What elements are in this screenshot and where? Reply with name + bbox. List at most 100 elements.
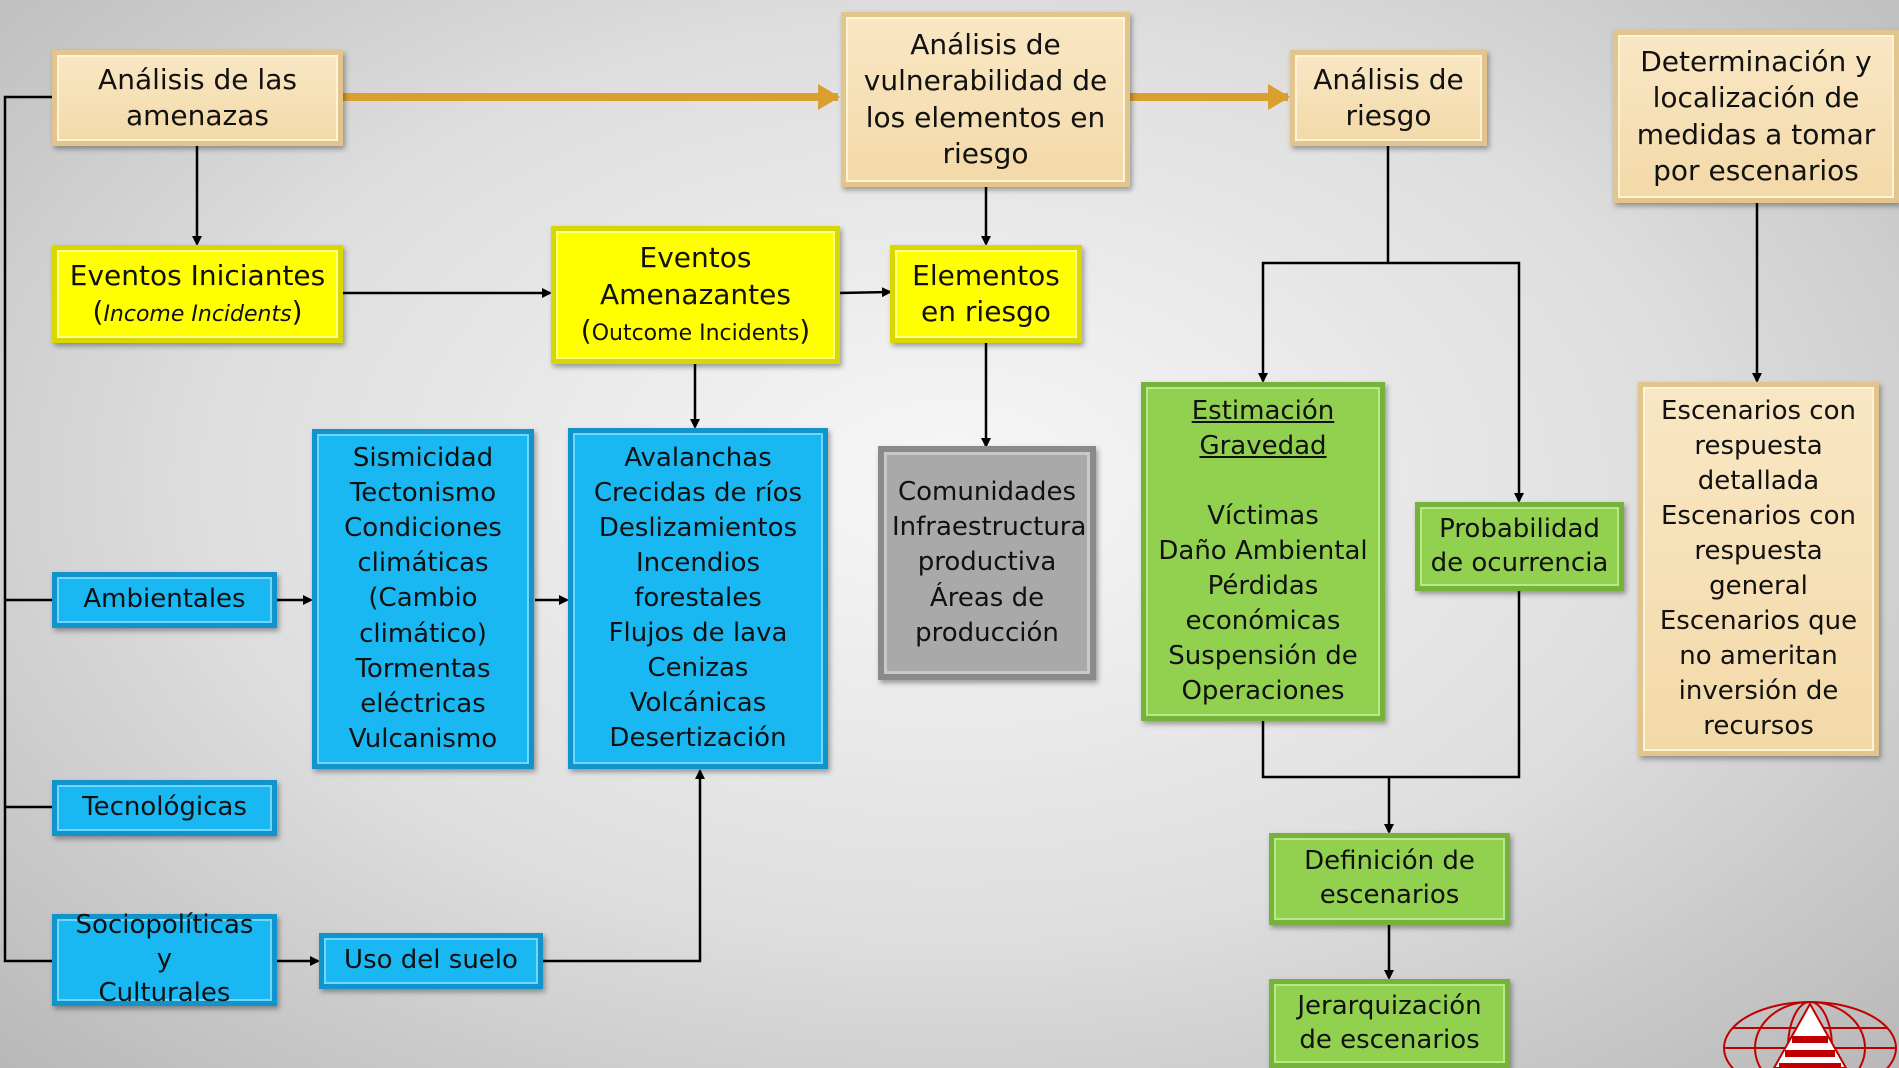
eventos-iniciantes-subtitle: (Income Incidents) [65,294,330,330]
analisis-riesgo-line-2: riesgo [1345,99,1432,132]
escenarios-line-7: Escenarios que [1659,606,1858,637]
tecnologicas-label: Tecnológicas [82,792,247,823]
sismicidad-line-4: climáticas [357,548,489,579]
escenarios-line-10: recursos [1703,711,1814,742]
comunidades-line-5: producción [915,617,1059,648]
avalanchas-line-2: Crecidas de ríos [593,477,803,508]
determinacion-line-3: medidas a tomar [1636,117,1876,151]
determinacion-box: Determinación y localización de medidas … [1613,30,1899,203]
avalanchas-line-9: Desertización [609,723,787,754]
eventos-iniciantes-title: Eventos Iniciantes [69,258,326,292]
analisis-amenazas-line-1: Análisis de las [98,62,297,96]
left-bus-line [3,95,52,963]
comunidades-line-3: productiva [917,547,1057,578]
arrow-uso-to-avalanchas [543,769,705,963]
sismicidad-box: Sismicidad Tectonismo Condiciones climát… [312,429,534,769]
analisis-vulnerabilidad-line-3: los elementos en [865,100,1106,134]
paren-close: ) [799,314,811,348]
avalanchas-line-4: Incendios [635,547,761,578]
analisis-vulnerabilidad-line-2: vulnerabilidad de [863,64,1108,98]
avalanchas-line-5: forestales [634,582,762,613]
tecnologicas-box: Tecnológicas [52,780,277,836]
estimacion-line-6: Operaciones [1181,676,1345,707]
income-incidents-label: Income Incidents [103,302,292,327]
avalanchas-line-1: Avalanchas [624,442,772,473]
estimacion-title-2: Gravedad [1199,430,1327,461]
determinacion-line-4: por escenarios [1653,153,1859,187]
arrow-amenazantes-to-elementos [838,287,892,298]
comunidades-line-1: Comunidades [897,477,1077,508]
escenarios-line-4: Escenarios con [1661,500,1856,531]
paren-close: ) [291,295,303,328]
determinacion-line-1: Determinación y [1640,44,1872,78]
escenarios-line-5: respuesta [1694,535,1823,566]
escenarios-line-1: Escenarios con [1661,395,1856,426]
comunidades-box: Comunidades Infraestructura productiva Á… [878,446,1096,680]
escenarios-line-6: general [1709,571,1808,601]
uso-suelo-label: Uso del suelo [344,945,518,976]
avalanchas-line-8: Volcánicas [629,688,767,719]
sociopoliticas-box: Sociopolíticas y Culturales [52,910,277,1008]
avalanchas-line-7: Cenizas [647,653,749,684]
elementos-riesgo-box: Elementos en riesgo [890,245,1082,343]
arrow-riesgo-to-probabilidad [1388,261,1524,503]
escenarios-line-2: respuesta [1694,430,1823,461]
definicion-line-2: escenarios [1319,880,1460,910]
eventos-amenazantes-box: Eventos Amenazantes (Outcome Incidents) [551,226,840,364]
analisis-vulnerabilidad-box: Análisis de vulnerabilidad de los elemen… [841,12,1130,187]
estimacion-box: Estimación Gravedad Víctimas Daño Ambien… [1141,382,1385,721]
connector-estimacion-join [1261,578,1521,779]
sismicidad-line-3: Condiciones [344,513,502,544]
sismicidad-line-7: Tormentas [355,653,491,684]
probabilidad-line-1: Probabilidad [1439,513,1600,544]
analisis-vulnerabilidad-line-1: Análisis de [910,27,1061,61]
avalanchas-line-3: Deslizamientos [598,512,798,543]
paren-open: ( [92,295,104,328]
uso-suelo-box: Uso del suelo [319,933,543,989]
sismicidad-line-5: (Cambio [368,583,478,614]
outcome-incidents-label: Outcome Incidents [591,321,800,347]
estimacion-line-5: Suspensión de [1168,641,1358,672]
probabilidad-box: Probabilidad de ocurrencia [1415,502,1624,591]
jerarquizacion-box: Jerarquización de escenarios [1269,979,1510,1068]
elementos-riesgo-line-2: en riesgo [921,295,1051,328]
estimacion-line-4: económicas [1185,606,1341,637]
estimacion-title-1: Estimación [1191,395,1335,426]
eventos-amenazantes-line-1: Eventos [639,241,752,275]
arrow-riesgo-to-estimacion [1258,261,1388,383]
probabilidad-line-2: de ocurrencia [1430,547,1609,578]
avalanchas-box: Avalanchas Crecidas de ríos Deslizamient… [568,428,828,769]
determinacion-line-2: localización de [1652,81,1860,115]
analisis-amenazas-line-2: amenazas [125,99,269,132]
avalanchas-line-6: Flujos de lava [608,618,788,649]
sismicidad-line-2: Tectonismo [349,478,497,509]
eventos-amenazantes-subtitle: (Outcome Incidents) [564,313,827,349]
comunidades-line-4: Áreas de [929,582,1045,613]
eventos-iniciantes-box: Eventos Iniciantes (Income Incidents) [52,245,343,343]
jerarquizacion-line-1: Jerarquización [1297,990,1482,1021]
estimacion-spacer [1154,464,1372,499]
paren-open: ( [580,314,592,348]
globe-triangle-logo-icon [1723,1001,1897,1068]
analisis-vulnerabilidad-line-4: riesgo [942,136,1029,170]
estimacion-line-1: Víctimas [1207,500,1319,531]
definicion-box: Definición de escenarios [1269,833,1510,925]
eventos-amenazantes-line-2: Amenazantes [600,277,791,311]
escenarios-box: Escenarios con respuesta detallada Escen… [1638,382,1879,756]
estimacion-line-3: Pérdidas [1207,571,1319,602]
sismicidad-line-6: climático) [359,618,487,649]
ambientales-box: Ambientales [52,572,277,628]
sismicidad-line-1: Sismicidad [352,443,494,474]
sismicidad-line-8: eléctricas [360,688,486,719]
elementos-riesgo-line-1: Elementos [912,258,1060,292]
analisis-riesgo-box: Análisis de riesgo [1290,50,1487,146]
sociopoliticas-line-1: Sociopolíticas y [75,910,254,975]
comunidades-line-2: Infraestructura [892,512,1087,543]
definicion-line-1: Definición de [1304,846,1475,877]
escenarios-line-3: detallada [1697,465,1820,496]
ambientales-label: Ambientales [83,584,246,615]
analisis-riesgo-line-1: Análisis de [1313,62,1464,96]
sismicidad-line-9: Vulcanismo [348,723,498,754]
sociopoliticas-line-2: Culturales [98,977,231,1008]
